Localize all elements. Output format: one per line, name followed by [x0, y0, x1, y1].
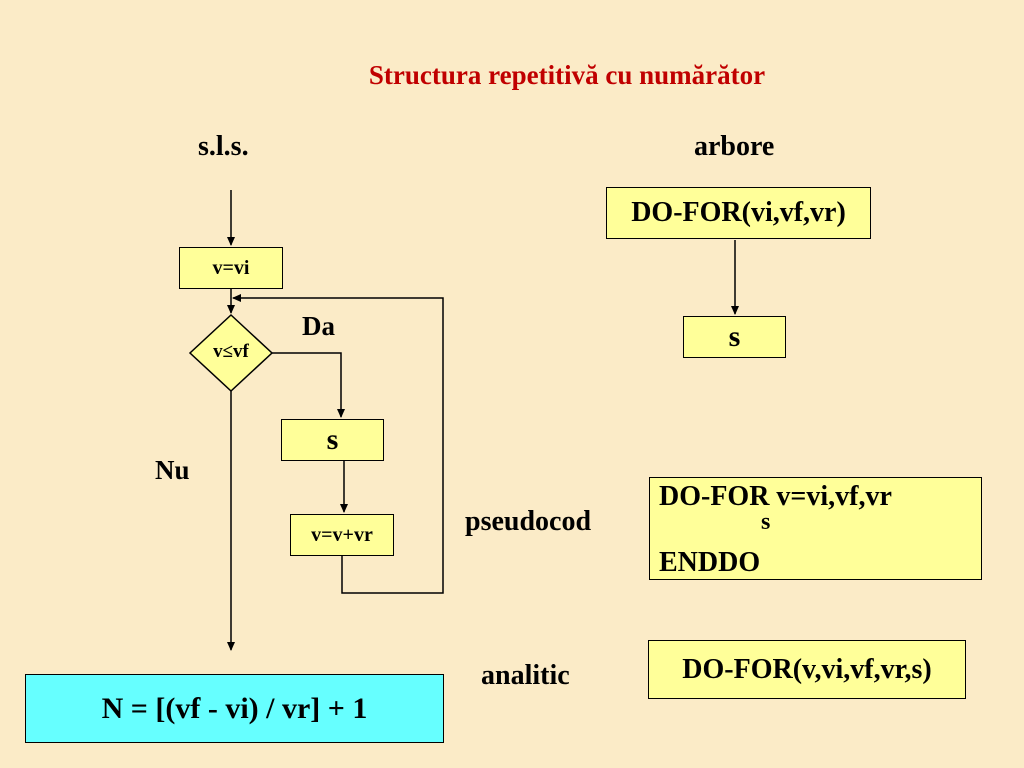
slide-title: Structura repetitivă cu numărător	[368, 60, 766, 90]
analytic-heading: analitic	[481, 660, 570, 691]
count-formula-box: N = [(vf - vi) / vr] + 1	[25, 674, 444, 743]
analytic-box: DO-FOR(v,vi,vf,vr,s)	[648, 640, 966, 699]
pseudocode-line-2: s	[761, 509, 771, 535]
tree-child-box: s	[683, 316, 786, 358]
condition-diamond	[188, 313, 274, 393]
increment-box: v=v+vr	[290, 514, 394, 556]
body-box: s	[281, 419, 384, 461]
init-box: v=vi	[179, 247, 283, 289]
tree-root-box: DO-FOR(vi,vf,vr)	[606, 187, 871, 239]
pseudocode-line-3: ENDDO	[659, 547, 761, 578]
sls-heading: s.l.s.	[198, 131, 249, 162]
condition-label: v≤vf	[213, 341, 249, 362]
pseudocode-box: DO-FOR v=vi,vf,vr s ENDDO	[649, 477, 982, 580]
no-label: Nu	[155, 455, 190, 485]
loop-back-line	[232, 294, 444, 594]
pseudocode-heading: pseudocod	[465, 506, 592, 537]
pseudocode-line-1: DO-FOR v=vi,vf,vr	[659, 481, 892, 512]
yes-label: Da	[302, 311, 335, 341]
tree-heading: arbore	[694, 131, 775, 162]
yes-branch-line	[272, 352, 345, 418]
